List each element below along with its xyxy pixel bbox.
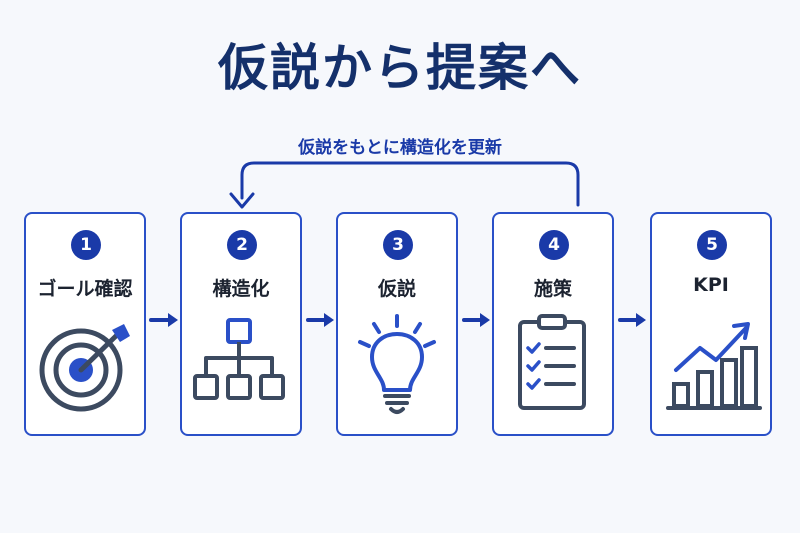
lightbulb-icon	[358, 314, 436, 414]
growth-chart-icon	[666, 322, 762, 410]
flow-arrow-3-4	[462, 313, 490, 327]
step-number-badge: 3	[383, 230, 413, 260]
feedback-loop-arrowhead	[229, 192, 255, 209]
feedback-loop-arrow	[240, 161, 580, 207]
step-label: 施策	[533, 278, 572, 300]
step-number-badge: 5	[697, 230, 727, 260]
flow-arrow-1-2	[149, 313, 178, 327]
feedback-loop-label: 仮説をもとに構造化を更新	[298, 138, 502, 158]
hierarchy-icon	[193, 318, 285, 400]
checklist-icon	[518, 314, 586, 410]
step-label: ゴール確認	[37, 278, 133, 300]
step-card-hypothesis: 3 仮説	[336, 212, 458, 436]
step-number-badge: 1	[71, 230, 101, 260]
step-card-structure: 2 構造化	[180, 212, 302, 436]
step-label: 構造化	[212, 278, 270, 300]
flow-arrow-2-3	[306, 313, 334, 327]
step-label: KPI	[693, 274, 729, 296]
step-card-kpi: 5 KPI	[650, 212, 772, 436]
target-icon	[39, 324, 130, 412]
step-number-badge: 4	[539, 230, 569, 260]
step-card-measures: 4 施策	[492, 212, 614, 436]
step-number-badge: 2	[227, 230, 257, 260]
step-label: 仮説	[377, 278, 416, 300]
page-title: 仮説から提案へ	[218, 39, 582, 97]
flow-arrow-4-5	[618, 313, 646, 327]
step-card-goal: 1 ゴール確認	[24, 212, 146, 436]
